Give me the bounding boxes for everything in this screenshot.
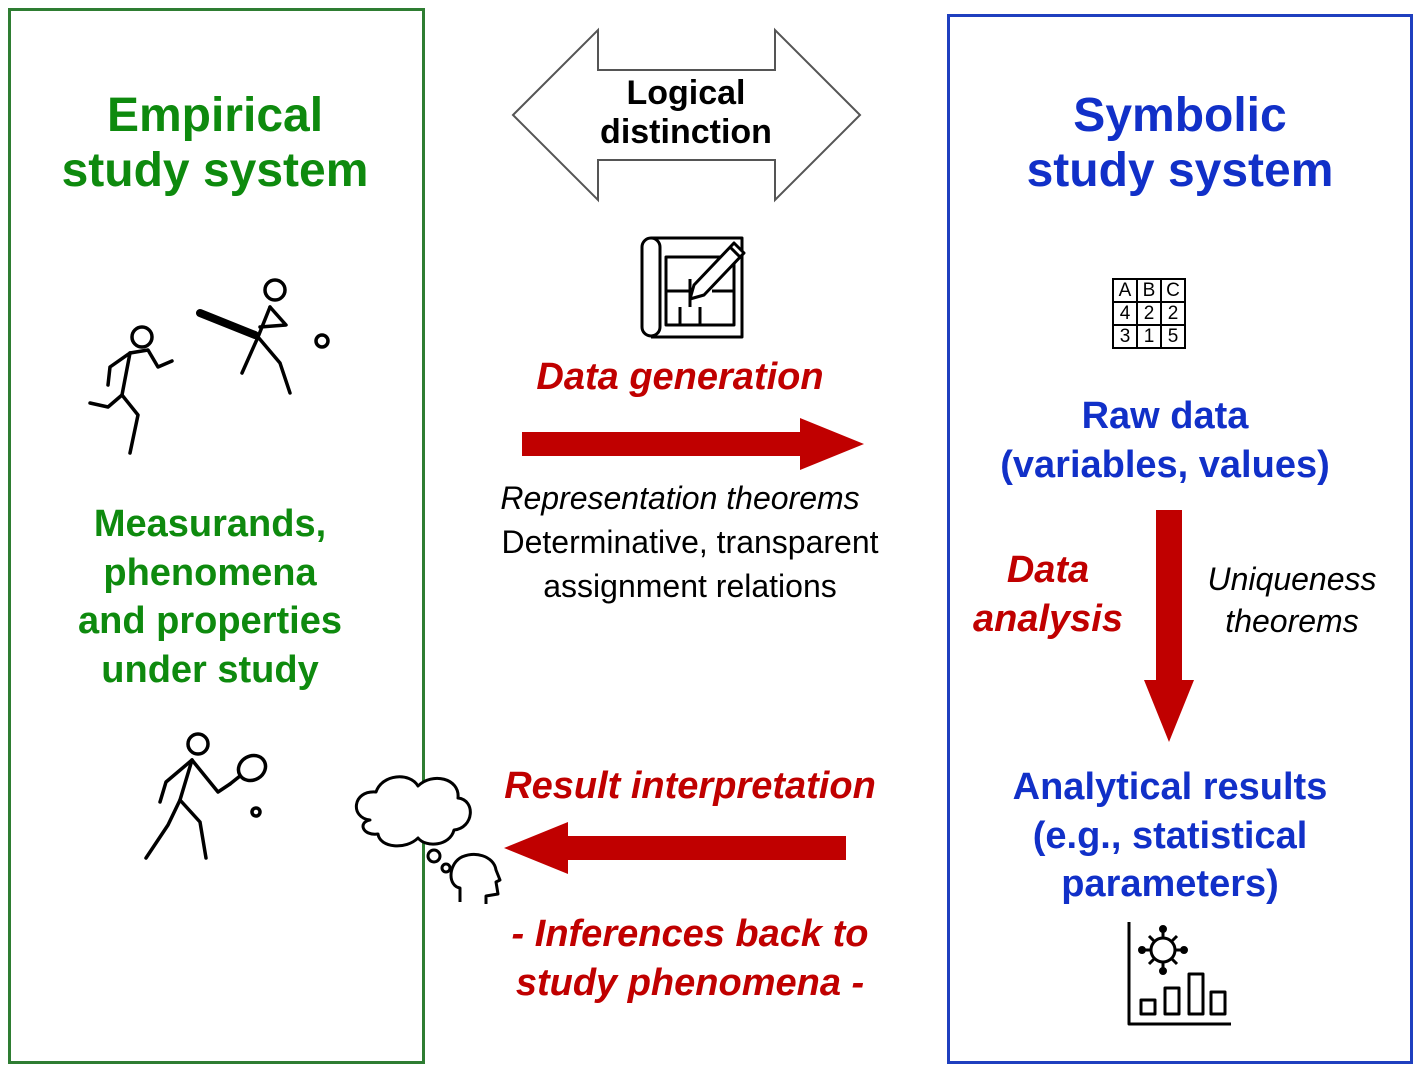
determinative-line2: assignment relations (543, 568, 837, 605)
logical-line2: distinction (600, 113, 772, 152)
results-line2: (e.g., statistical (1032, 814, 1308, 857)
data-analysis-line2: analysis (973, 597, 1123, 640)
empirical-system-box (8, 8, 425, 1064)
table-cell: B (1136, 278, 1162, 303)
tennis-player-icon (144, 732, 268, 860)
inferences-line2: study phenomena - (515, 962, 865, 1005)
inferences-label: - Inferences back to study phenomena - (470, 910, 910, 1009)
analytical-results-label: Analytical results (e.g., statistical pa… (960, 763, 1380, 909)
representation-theorems: Representation theorems (500, 480, 860, 516)
raw-data-line2: (variables, values) (1000, 443, 1330, 486)
raw-data-label: Raw data (variables, values) (960, 392, 1370, 489)
uniqueness-theorems: Uniqueness theorems (1192, 558, 1392, 642)
table-cell: 5 (1160, 324, 1186, 349)
table-cell: 4 (1112, 301, 1138, 326)
table-cell: A (1112, 278, 1138, 303)
empirical-title: Empirical study system (30, 88, 400, 198)
data-generation-label: Data generation (536, 356, 824, 398)
statistics-chart-icon (1127, 922, 1231, 1026)
table-row: A B C (1112, 278, 1186, 303)
inferences-line1: - Inferences back to (511, 913, 869, 955)
table-row: 4 2 2 (1112, 301, 1186, 326)
empirical-description: Measurands, phenomena and properties und… (30, 500, 390, 695)
results-line1: Analytical results (1012, 766, 1328, 808)
table-cell: 3 (1112, 324, 1138, 349)
empirical-desc-line2: phenomena (103, 551, 317, 594)
logical-line1: Logical (626, 74, 746, 112)
assignment-relations: Determinative, transparent assignment re… (440, 520, 940, 608)
empirical-title-line2: study system (61, 144, 369, 198)
determinative-line1: Determinative, transparent (501, 524, 879, 560)
raw-data-table-icon: A B C 4 2 2 3 1 5 (1112, 278, 1186, 349)
data-analysis-line1: Data (1006, 549, 1090, 591)
empirical-title-line1: Empirical (106, 89, 324, 142)
table-cell: 2 (1160, 301, 1186, 326)
uniqueness-line2: theorems (1225, 603, 1359, 640)
results-line3: parameters) (1061, 863, 1279, 906)
athletes-icon (88, 278, 330, 455)
symbolic-system-box (947, 14, 1413, 1064)
symbolic-title-line1: Symbolic (1073, 89, 1287, 142)
symbolic-title: Symbolic study system (990, 88, 1370, 198)
raw-data-line1: Raw data (1081, 395, 1249, 437)
empirical-desc-line1: Measurands, (93, 503, 327, 545)
symbolic-title-line2: study system (1026, 144, 1334, 198)
thinking-head-icon (354, 775, 502, 904)
table-cell: C (1160, 278, 1186, 303)
empirical-desc-line3: and properties (78, 600, 342, 643)
blueprint-icon (640, 236, 746, 339)
uniqueness-line1: Uniqueness (1207, 561, 1377, 597)
data-analysis-label: Data analysis (958, 546, 1138, 643)
result-interpretation-label: Result interpretation (504, 765, 876, 807)
logical-distinction-label: Logical distinction (560, 74, 812, 152)
table-cell: 1 (1136, 324, 1162, 349)
table-row: 3 1 5 (1112, 324, 1186, 349)
table-cell: 2 (1136, 301, 1162, 326)
empirical-desc-line4: under study (101, 648, 319, 691)
